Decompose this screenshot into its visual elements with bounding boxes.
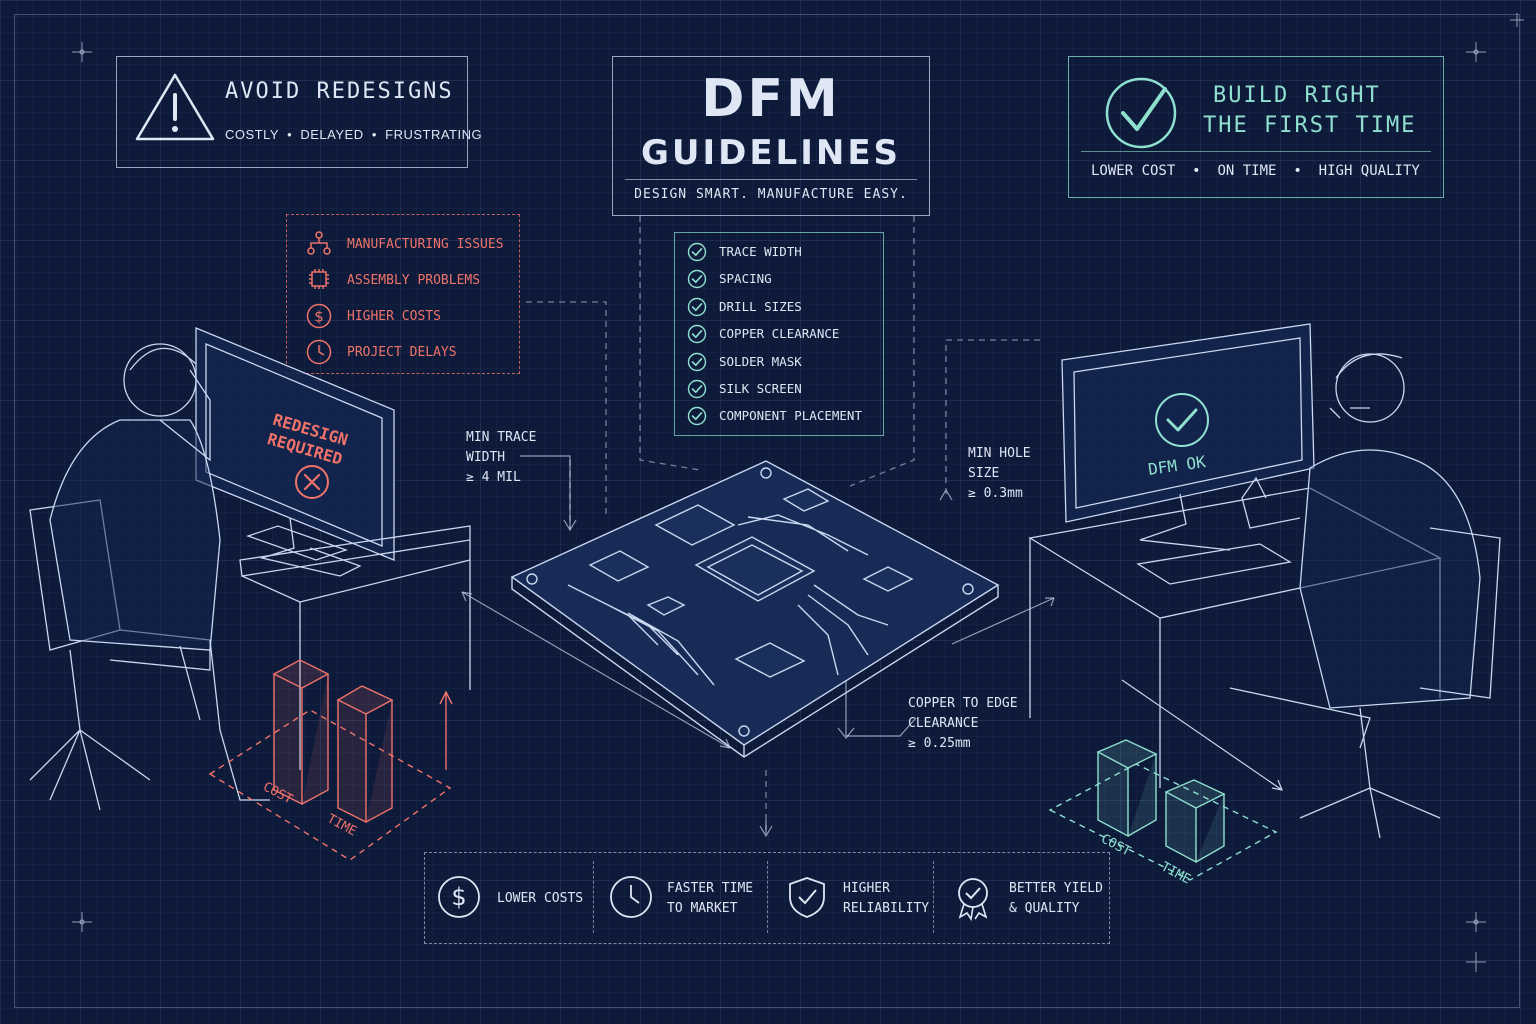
check-icon xyxy=(687,270,707,289)
left-cost-time-bars xyxy=(208,659,453,861)
build-right-line2: THE FIRST TIME xyxy=(1203,113,1417,138)
benefit-item: HIGHER RELIABILITY xyxy=(785,853,945,943)
right-cost-time-bars xyxy=(1048,679,1283,881)
check-icon xyxy=(687,379,707,399)
checklist-label: SPACING xyxy=(719,271,772,287)
issue-delays: PROJECT DELAYS xyxy=(347,345,457,360)
award-ribbon-icon xyxy=(958,878,988,922)
check-icon xyxy=(687,297,707,316)
title-panel: DFM GUIDELINES DESIGN SMART. MANUFACTURE… xyxy=(612,56,930,216)
check-icon xyxy=(687,352,707,371)
annotation-hole-size: MIN HOLE SIZE ≥ 0.3mm xyxy=(968,444,1031,504)
shield-check-icon xyxy=(789,877,825,918)
checklist-panel: TRACE WIDTH SPACING DRILL SIZES COPPER CLEA… xyxy=(674,232,884,436)
checklist-label: COMPONENT PLACEMENT xyxy=(719,408,862,424)
svg-text:$: $ xyxy=(314,308,324,326)
svg-text:$: $ xyxy=(451,883,466,911)
stressed-engineer-illustration xyxy=(29,327,471,811)
checklist-label: COPPER CLEARANCE xyxy=(719,326,840,342)
check-icon xyxy=(687,407,707,426)
issues-panel: MANUFACTURING ISSUES ASSEMBLY PROBLEMS $… xyxy=(286,214,520,374)
benefit-label: FASTER TIME xyxy=(667,881,754,896)
check-circle-icon xyxy=(1105,77,1177,149)
pcb-board xyxy=(510,460,1000,758)
bullet: • xyxy=(367,127,381,142)
annotation-trace-width: MIN TRACE WIDTH ≥ 4 MIL xyxy=(466,428,536,488)
sub-costly: COSTLY xyxy=(225,127,279,142)
chip-icon xyxy=(309,269,329,289)
annotation-edge-clearance: COPPER TO EDGE CLEARANCE ≥ 0.25mm xyxy=(908,694,1018,754)
annot-edge-l2: CLEARANCE xyxy=(908,716,979,731)
x-circle-icon xyxy=(295,465,329,499)
annot-trace-l1: MIN TRACE xyxy=(466,430,537,445)
avoid-redesigns-sub: COSTLY • DELAYED • FRUSTRATING xyxy=(225,127,482,142)
bullet: • xyxy=(1183,163,1210,179)
annot-trace-l3: ≥ 4 MIL xyxy=(466,470,521,485)
annot-hole-l1: MIN HOLE xyxy=(968,446,1031,461)
sub-lower-cost: LOWER COST xyxy=(1091,163,1176,179)
checklist-label: SILK SCREEN xyxy=(719,381,802,396)
benefit-item: $ LOWER COSTS xyxy=(437,853,597,943)
avoid-redesigns-panel: AVOID REDESIGNS COSTLY • DELAYED • FRUST… xyxy=(116,56,482,168)
happy-engineer-illustration xyxy=(1028,323,1501,839)
checklist-label: TRACE WIDTH xyxy=(719,244,802,259)
benefit-label: HIGHER xyxy=(843,881,890,896)
check-icon xyxy=(687,324,707,344)
annot-edge-l3: ≥ 0.25mm xyxy=(908,736,971,751)
benefit-label: BETTER YIELD xyxy=(1009,881,1103,896)
checklist-label: SOLDER MASK xyxy=(719,353,802,369)
check-icon xyxy=(687,242,707,262)
title-dfm: DFM xyxy=(701,69,841,129)
build-right-panel: BUILD RIGHT THE FIRST TIME LOWER COST • … xyxy=(1068,56,1444,198)
benefits-panel: $ LOWER COSTS FASTER TIME TO MARKET HIGHER RE… xyxy=(424,852,1110,944)
clock-icon xyxy=(610,876,652,918)
sub-frustrating: FRUSTRATING xyxy=(385,127,483,142)
benefit-label: LOWER COSTS xyxy=(497,891,584,906)
blueprint-frame xyxy=(14,14,1520,1008)
annot-hole-l3: ≥ 0.3mm xyxy=(968,486,1023,501)
benefit-label: RELIABILITY xyxy=(843,901,930,916)
annot-hole-l2: SIZE xyxy=(968,466,1000,481)
issue-manufacturing: MANUFACTURING ISSUES xyxy=(347,237,504,252)
build-right-line1: BUILD RIGHT xyxy=(1213,83,1381,108)
dollar-circle-icon: $ xyxy=(306,303,332,329)
title-tagline: DESIGN SMART. MANUFACTURE EASY. xyxy=(634,187,908,202)
warning-triangle-icon xyxy=(135,73,215,141)
annot-trace-l2: WIDTH xyxy=(466,450,506,465)
issue-costs: HIGHER COSTS xyxy=(347,309,441,324)
benefit-divider xyxy=(593,861,594,933)
benefit-label: & QUALITY xyxy=(1009,901,1080,916)
annot-edge-l1: COPPER TO EDGE xyxy=(908,696,1018,711)
build-right-sub: LOWER COST • ON TIME • HIGH QUALITY xyxy=(1091,163,1420,179)
benefit-divider xyxy=(933,861,934,933)
bullet: • xyxy=(282,127,297,142)
avoid-redesigns-heading: AVOID REDESIGNS xyxy=(225,79,454,104)
sub-high-quality: HIGH QUALITY xyxy=(1318,163,1420,179)
title-divider xyxy=(625,179,917,180)
checklist-label: DRILL SIZES xyxy=(719,298,802,314)
benefit-item: FASTER TIME TO MARKET xyxy=(609,853,769,943)
clock-icon xyxy=(306,339,332,365)
screen-check-icon xyxy=(1155,393,1209,447)
benefit-label: TO MARKET xyxy=(667,901,738,916)
sub-on-time: ON TIME xyxy=(1217,163,1277,179)
sub-delayed: DELAYED xyxy=(300,127,364,142)
dollar-icon: $ xyxy=(438,876,480,918)
title-guidelines: GUIDELINES xyxy=(640,133,902,173)
benefit-divider xyxy=(767,861,768,933)
bullet: • xyxy=(1284,163,1311,179)
benefit-item: BETTER YIELD & QUALITY xyxy=(951,853,1111,943)
build-divider xyxy=(1081,151,1431,152)
hierarchy-icon xyxy=(307,231,331,255)
issue-assembly: ASSEMBLY PROBLEMS xyxy=(347,273,481,288)
